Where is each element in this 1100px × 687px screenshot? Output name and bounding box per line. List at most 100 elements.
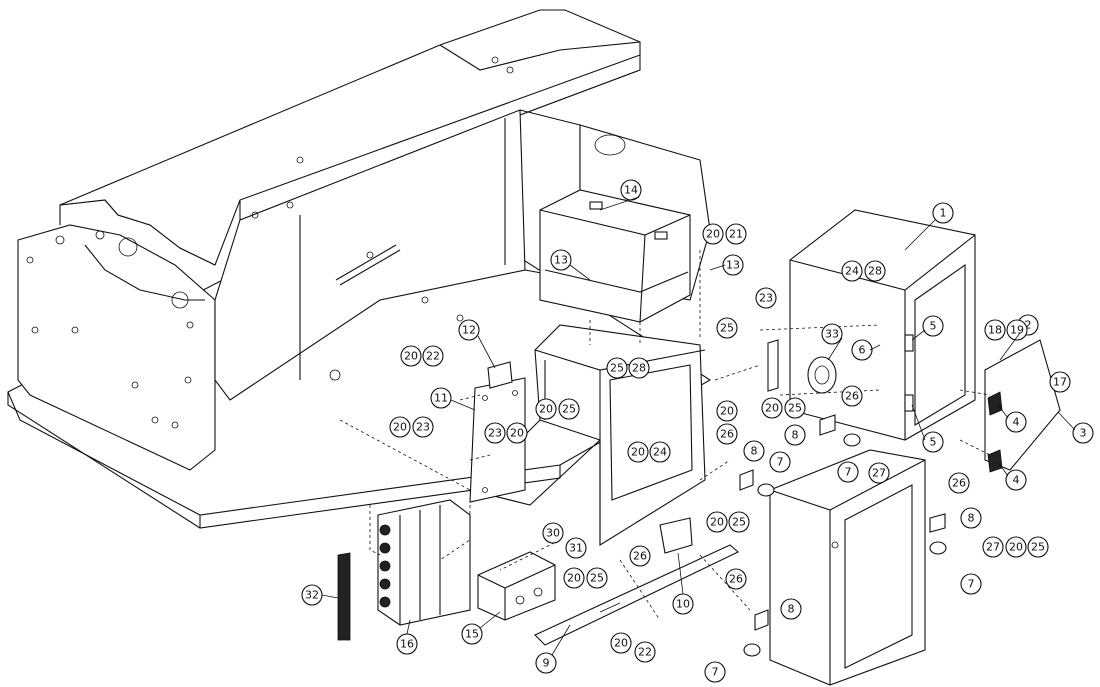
callout-8: 8 — [780, 598, 802, 620]
svg-text:20: 20 — [720, 405, 734, 418]
svg-text:26: 26 — [729, 573, 743, 586]
callout-20: 20 — [761, 397, 783, 419]
svg-text:20: 20 — [404, 350, 418, 363]
callout-20: 20 — [389, 416, 411, 438]
valve-bank — [377, 499, 471, 626]
callout-5: 5 — [922, 431, 944, 453]
callout-4: 4 — [1005, 469, 1027, 491]
svg-text:19: 19 — [1010, 324, 1024, 337]
callout-30: 30 — [542, 522, 564, 544]
callout-25: 25 — [728, 511, 750, 533]
cradle-frame — [468, 324, 706, 546]
svg-text:22: 22 — [638, 646, 652, 659]
svg-text:7: 7 — [968, 578, 975, 591]
skid-plate — [534, 544, 739, 646]
callout-21: 21 — [725, 223, 747, 245]
callout-5: 5 — [922, 315, 944, 337]
svg-text:8: 8 — [788, 603, 795, 616]
wedge-32 — [337, 552, 351, 641]
svg-text:24: 24 — [845, 265, 859, 278]
svg-text:20: 20 — [706, 228, 720, 241]
leader-lines — [321, 196, 1076, 656]
svg-text:10: 10 — [676, 598, 690, 611]
callout-19: 19 — [1006, 319, 1028, 341]
svg-text:7: 7 — [777, 456, 784, 469]
svg-text:31: 31 — [569, 542, 583, 555]
svg-text:14: 14 — [624, 184, 638, 197]
svg-text:25: 25 — [562, 403, 576, 416]
callout-27: 27 — [982, 536, 1004, 558]
svg-text:13: 13 — [726, 259, 740, 272]
callout-20: 20 — [702, 223, 724, 245]
callout-11: 11 — [430, 387, 452, 409]
svg-text:20: 20 — [539, 403, 553, 416]
battery — [539, 189, 691, 323]
main-frame — [7, 9, 712, 529]
svg-text:20: 20 — [1009, 541, 1023, 554]
callout-26: 26 — [948, 472, 970, 494]
frame-holes — [26, 56, 514, 429]
svg-text:6: 6 — [859, 344, 866, 357]
svg-text:16: 16 — [400, 638, 414, 651]
callout-13: 13 — [722, 254, 744, 276]
callout-6: 6 — [851, 339, 873, 361]
enclosure-lower — [769, 449, 926, 686]
callout-23: 23 — [755, 287, 777, 309]
callout-26: 26 — [841, 385, 863, 407]
svg-text:13: 13 — [554, 254, 568, 267]
svg-text:32: 32 — [305, 589, 319, 602]
svg-text:5: 5 — [930, 436, 937, 449]
svg-text:3: 3 — [1080, 427, 1087, 440]
callout-22: 22 — [634, 641, 656, 663]
callout-33: 33 — [821, 323, 843, 345]
callout-4: 4 — [1005, 411, 1027, 433]
horn — [807, 356, 837, 394]
svg-text:22: 22 — [426, 350, 440, 363]
callout-26: 26 — [716, 423, 738, 445]
svg-text:17: 17 — [1053, 376, 1067, 389]
svg-text:28: 28 — [868, 265, 882, 278]
callout-7: 7 — [704, 661, 726, 683]
callout-25: 25 — [558, 398, 580, 420]
valve-block — [477, 551, 556, 621]
callout-25: 25 — [606, 357, 628, 379]
svg-text:4: 4 — [1013, 416, 1020, 429]
svg-text:4: 4 — [1013, 474, 1020, 487]
svg-text:15: 15 — [465, 628, 479, 641]
svg-text:23: 23 — [759, 292, 773, 305]
callout-28: 28 — [864, 260, 886, 282]
callout-12: 12 — [458, 319, 480, 341]
svg-text:7: 7 — [712, 666, 719, 679]
svg-text:26: 26 — [633, 550, 647, 563]
bracket-strip — [767, 339, 779, 392]
callout-8: 8 — [960, 507, 982, 529]
callout-20: 20 — [627, 441, 649, 463]
callout-20: 20 — [563, 567, 585, 589]
svg-text:26: 26 — [845, 390, 859, 403]
svg-text:26: 26 — [720, 428, 734, 441]
callout-7: 7 — [837, 461, 859, 483]
callout-27: 27 — [868, 462, 890, 484]
callout-24: 24 — [841, 260, 863, 282]
callout-25: 25 — [784, 397, 806, 419]
svg-text:20: 20 — [614, 637, 628, 650]
callout-7: 7 — [769, 451, 791, 473]
callout-1: 1 — [932, 202, 954, 224]
svg-text:20: 20 — [567, 572, 581, 585]
svg-text:27: 27 — [986, 541, 1000, 554]
callout-24: 24 — [649, 441, 671, 463]
svg-text:25: 25 — [720, 322, 734, 335]
callout-26: 26 — [725, 568, 747, 590]
callout-16: 16 — [396, 633, 418, 655]
svg-text:7: 7 — [845, 466, 852, 479]
svg-text:20: 20 — [631, 446, 645, 459]
callout-31: 31 — [565, 537, 587, 559]
svg-text:18: 18 — [988, 324, 1002, 337]
cover-panel — [984, 339, 1061, 473]
callout-9: 9 — [535, 652, 557, 674]
svg-text:8: 8 — [968, 512, 975, 525]
callout-25: 25 — [1027, 536, 1049, 558]
callout-20: 20 — [716, 400, 738, 422]
